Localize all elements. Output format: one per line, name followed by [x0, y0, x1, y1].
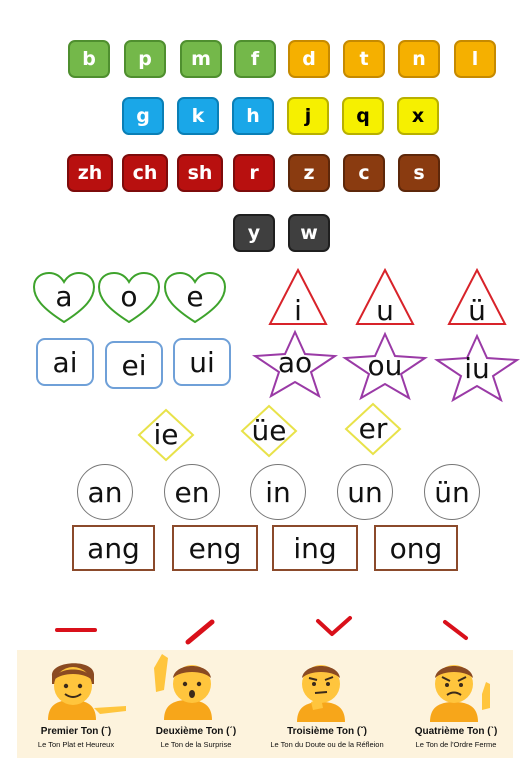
final-o: o: [120, 280, 138, 313]
triangle-icon: [355, 267, 415, 325]
initial-key-j: j: [287, 97, 329, 135]
initial-key-c: c: [343, 154, 385, 192]
initial-key-zh: zh: [67, 154, 113, 192]
initial-key-f: f: [234, 40, 276, 78]
final-eng: eng: [172, 525, 258, 571]
tone-1-title: Premier Ton (ˉ): [40, 726, 112, 737]
star-icon: [251, 329, 339, 399]
final-a: a: [55, 280, 73, 313]
initial-key-w: w: [288, 214, 330, 252]
initial-key-l: l: [454, 40, 496, 78]
final-e: e: [186, 280, 204, 313]
final-ao: ao: [277, 346, 313, 379]
smile-pointing-face-icon: [48, 663, 126, 720]
star-icon: [341, 331, 429, 401]
final-ong: ong: [374, 525, 458, 571]
tone-2-subtitle: Le Ton de la Surprise: [160, 740, 232, 749]
final-ai: ai: [36, 338, 94, 386]
final-ei: ei: [105, 341, 163, 389]
initial-key-t: t: [343, 40, 385, 78]
surprised-face-icon: [154, 654, 212, 720]
final-ou: ou: [367, 349, 403, 382]
heart-icon: [97, 271, 161, 324]
diamond-icon: [344, 402, 402, 456]
final-ing: ing: [272, 525, 358, 571]
thinking-face-icon: [297, 665, 345, 722]
final-iu: iu: [464, 352, 490, 385]
final-u: u: [376, 294, 394, 327]
final-un: un: [337, 464, 393, 520]
initial-key-z: z: [288, 154, 330, 192]
tone-marks: [55, 616, 468, 645]
tone-2-title: Deuxième Ton (ˊ): [155, 726, 237, 737]
initial-key-p: p: [124, 40, 166, 78]
triangle-icon: [268, 267, 328, 325]
dipping-tone-mark-icon: [316, 616, 352, 636]
tone-1-subtitle: Le Ton Plat et Heureux: [37, 740, 115, 749]
initial-key-g: g: [122, 97, 164, 135]
initial-key-b: b: [68, 40, 110, 78]
diamond-icon: [240, 404, 298, 458]
initial-key-d: d: [288, 40, 330, 78]
initial-key-k: k: [177, 97, 219, 135]
triangle-icon: [447, 267, 507, 325]
final-un-umlaut: ün: [424, 464, 480, 520]
falling-tone-mark-icon: [443, 620, 468, 640]
final-u-umlaut: ü: [468, 294, 486, 327]
rising-tone-mark-icon: [185, 619, 215, 645]
initial-key-r: r: [233, 154, 275, 192]
final-ie: ie: [153, 418, 179, 451]
final-ui: ui: [173, 338, 231, 386]
heart-icon: [32, 271, 96, 324]
tone-panel: [17, 650, 513, 758]
initial-key-sh: sh: [177, 154, 223, 192]
tone-4-title: Quatrième Ton (ˋ): [414, 726, 498, 737]
initial-key-q: q: [342, 97, 384, 135]
initial-key-n: n: [398, 40, 440, 78]
star-icon: [433, 333, 521, 403]
tone-3-title: Troisième Ton (ˇ): [287, 726, 367, 737]
heart-icon: [163, 271, 227, 324]
diamond-icon: [137, 408, 195, 462]
initial-key-y: y: [233, 214, 275, 252]
initial-key-ch: ch: [122, 154, 168, 192]
final-en: en: [164, 464, 220, 520]
final-i: i: [294, 294, 302, 327]
tone-3-subtitle: Le Ton du Doute ou de la Réfleion: [270, 740, 384, 749]
angry-face-icon: [430, 665, 490, 722]
final-ang: ang: [72, 525, 155, 571]
final-ue: üe: [251, 414, 287, 447]
initial-key-s: s: [398, 154, 440, 192]
initial-key-m: m: [180, 40, 222, 78]
tone-4-subtitle: Le Ton de l'Ordre Ferme: [415, 740, 497, 749]
final-an: an: [77, 464, 133, 520]
final-er: er: [358, 412, 388, 445]
initial-key-h: h: [232, 97, 274, 135]
initial-key-x: x: [397, 97, 439, 135]
final-in: in: [250, 464, 306, 520]
